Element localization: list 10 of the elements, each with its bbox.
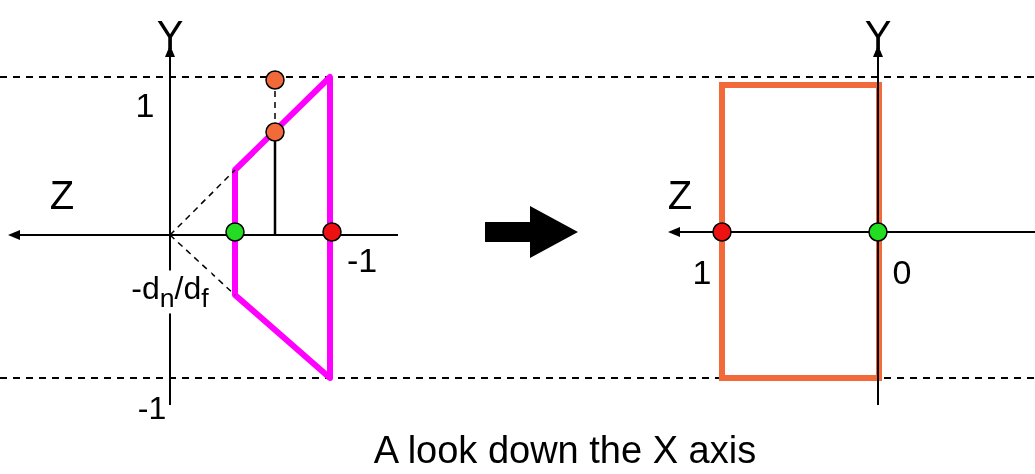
tick-label: 1 — [135, 88, 155, 122]
caption: A look down the X axis — [373, 431, 757, 469]
tick-label: -1 — [346, 243, 378, 277]
tick-label: 1 — [692, 255, 712, 289]
axis-label: Z — [667, 175, 693, 215]
axis-label: Y — [864, 15, 892, 55]
axis-label: Y — [156, 15, 184, 55]
tick-label: -1 — [137, 392, 167, 424]
tick-label: 0 — [892, 255, 912, 289]
axis-label: Z — [49, 175, 75, 215]
